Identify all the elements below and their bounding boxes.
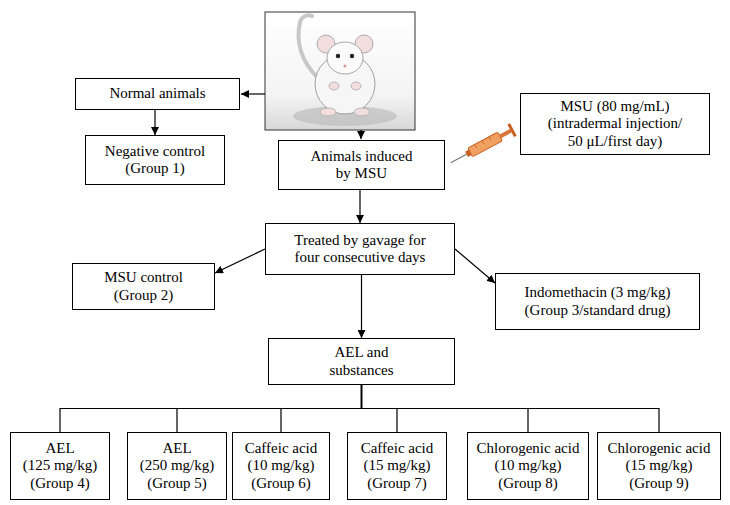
box-label: MSU control (Group 2) xyxy=(79,269,209,304)
box-label: Treated by gavage for four consecutive d… xyxy=(288,232,433,267)
process-box: Animals induced by MSU xyxy=(278,140,445,190)
process-box: MSU control (Group 2) xyxy=(72,263,215,310)
flow-arrow xyxy=(361,275,362,338)
process-box: AEL and substances xyxy=(268,338,455,385)
box-label: AEL and substances xyxy=(319,344,404,379)
box-label: AEL (250 mg/kg) (Group 5) xyxy=(130,440,224,492)
process-box: Normal animals xyxy=(75,78,240,110)
process-box: Chlorogenic acid (10 mg/kg) (Group 8) xyxy=(467,432,589,500)
flow-arrow xyxy=(177,385,362,432)
flow-arrow xyxy=(154,110,155,135)
flow-arrow xyxy=(281,385,362,432)
process-box: AEL (125 mg/kg) (Group 4) xyxy=(10,432,110,500)
flow-arrow xyxy=(215,249,265,273)
process-box: Caffeic acid (10 mg/kg) (Group 6) xyxy=(232,432,330,500)
syringe-icon xyxy=(447,123,516,169)
flow-arrow xyxy=(455,249,495,283)
process-box: Chlorogenic acid (15 mg/kg) (Group 9) xyxy=(597,432,721,500)
process-box: Indomethacin (3 mg/kg) (Group 3/standard… xyxy=(495,273,700,330)
process-box: Negative control (Group 1) xyxy=(85,135,225,185)
process-box: Treated by gavage for four consecutive d… xyxy=(265,223,455,275)
flow-arrow xyxy=(362,385,660,432)
process-box: MSU (80 mg/mL) (intradermal injection/ 5… xyxy=(520,93,710,155)
box-label: Caffeic acid (10 mg/kg) (Group 6) xyxy=(235,440,327,492)
box-label: Caffeic acid (15 mg/kg) (Group 7) xyxy=(350,440,444,492)
box-label: Animals induced by MSU xyxy=(307,148,417,183)
box-label: AEL (125 mg/kg) (Group 4) xyxy=(13,440,107,492)
box-label: Chlorogenic acid (10 mg/kg) (Group 8) xyxy=(471,440,585,492)
photo-frame xyxy=(265,12,415,130)
mouse-illustration xyxy=(293,15,397,126)
box-label: Indomethacin (3 mg/kg) (Group 3/standard… xyxy=(515,284,680,319)
flow-arrow xyxy=(359,190,360,223)
process-box: Caffeic acid (15 mg/kg) (Group 7) xyxy=(347,432,447,500)
process-box: AEL (250 mg/kg) (Group 5) xyxy=(127,432,227,500)
arrow-line xyxy=(241,93,265,94)
box-label: Chlorogenic acid (15 mg/kg) (Group 9) xyxy=(601,440,717,492)
box-label: MSU (80 mg/mL) (intradermal injection/ 5… xyxy=(545,98,685,150)
flow-arrow xyxy=(60,385,362,432)
arrow-line xyxy=(360,130,361,139)
box-label: Normal animals xyxy=(83,85,233,102)
box-label: Negative control (Group 1) xyxy=(90,143,220,178)
